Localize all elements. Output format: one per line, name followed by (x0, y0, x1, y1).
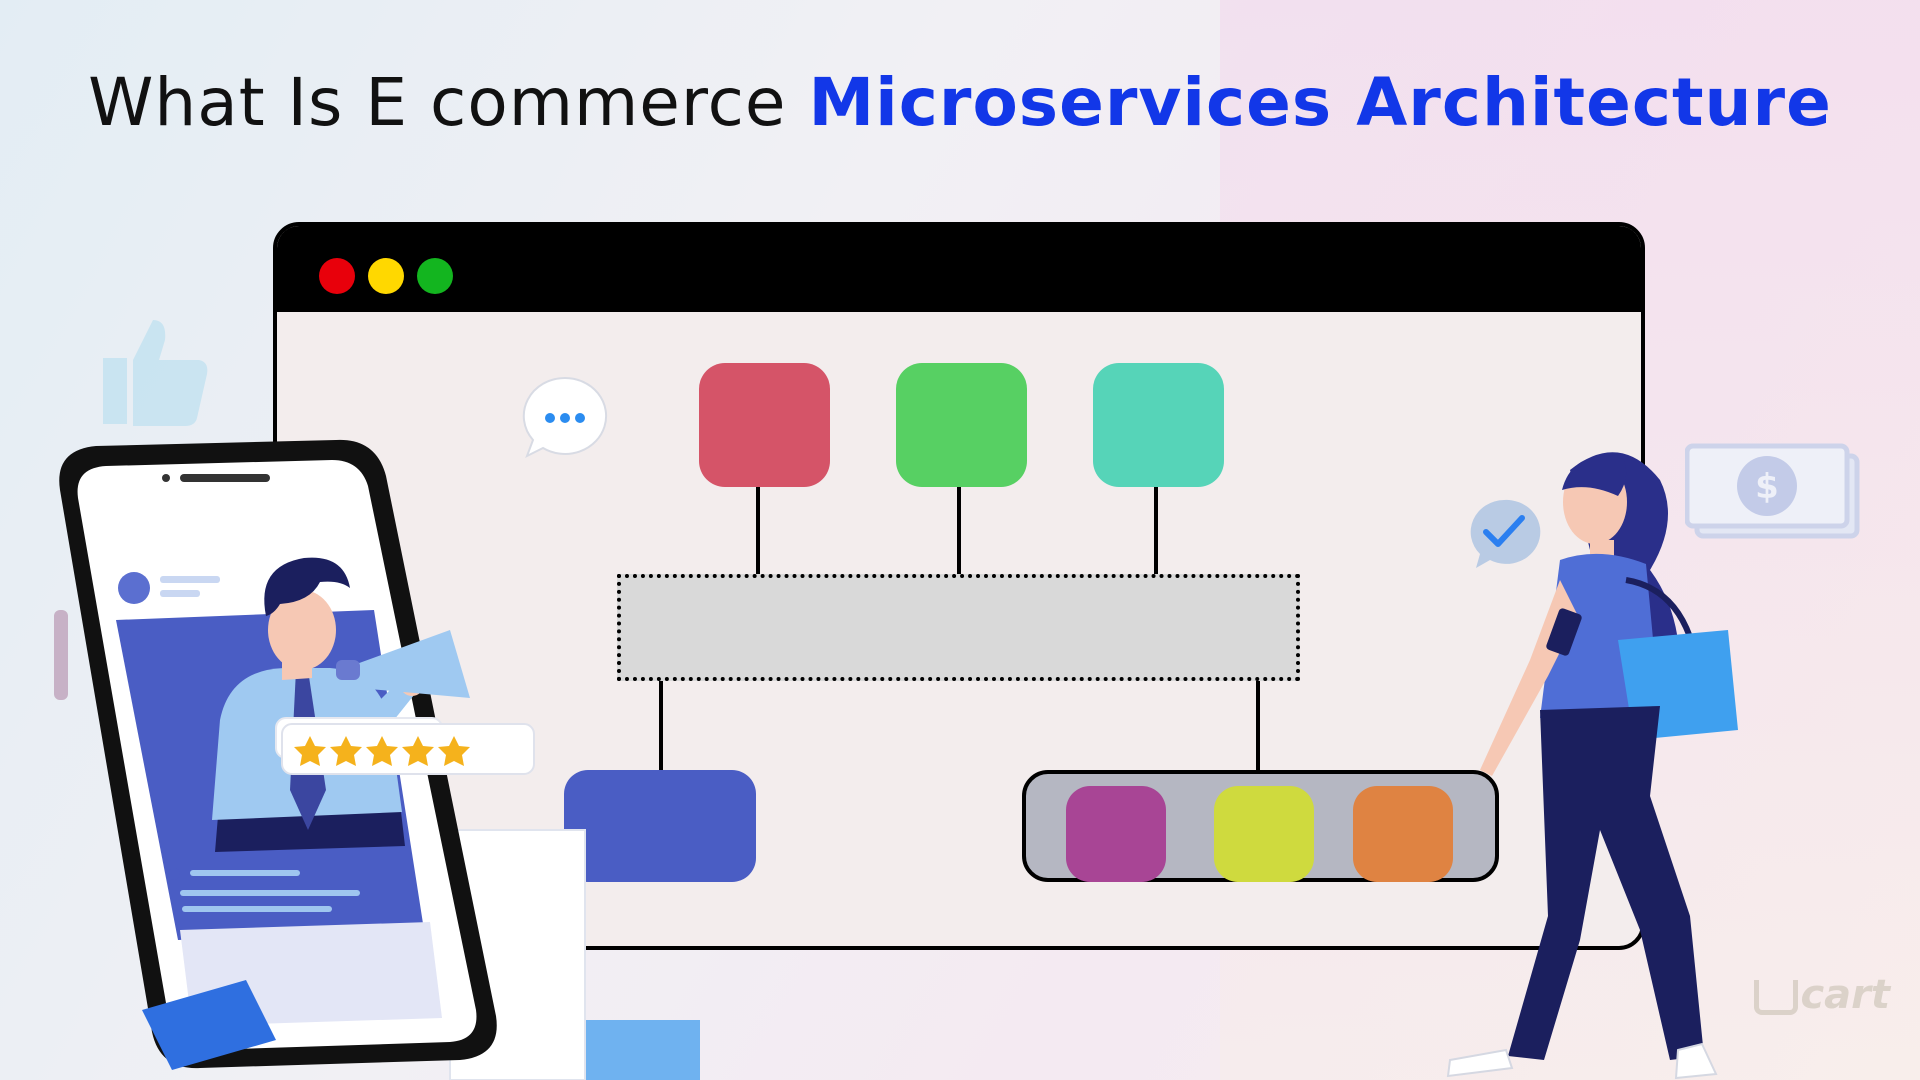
star-icon (330, 736, 362, 766)
checkmark-bubble-icon (1470, 499, 1541, 568)
brand-mark-icon (1754, 979, 1799, 1015)
api-gateway-box (617, 574, 1300, 681)
page-title: What Is E commerce Microservices Archite… (0, 64, 1920, 141)
service-box-purple (1066, 786, 1166, 882)
connector-line (659, 681, 663, 770)
service-box-lime (1214, 786, 1314, 882)
service-box-red (699, 363, 830, 487)
phone-marketer-illustration (54, 439, 700, 1080)
speech-bubble-icon (522, 376, 608, 459)
browser-title-bar (277, 226, 1641, 312)
star-icon (366, 736, 398, 766)
service-box-orange (1353, 786, 1453, 882)
connector-line (756, 487, 760, 574)
dollar-bill-icon: $ (1685, 443, 1860, 539)
star-icon (402, 736, 434, 766)
brand-watermark: cart (1754, 972, 1890, 1018)
star-icon (438, 736, 470, 766)
brand-watermark-text: cart (1800, 972, 1890, 1018)
title-prefix: What Is E commerce (88, 64, 809, 141)
thumbs-up-icon (103, 320, 208, 426)
database-box (564, 770, 756, 882)
title-highlight: Microservices Architecture (808, 64, 1832, 141)
service-box-green (896, 363, 1027, 487)
connector-line (1154, 487, 1158, 574)
window-close-dot (319, 258, 355, 294)
service-box-teal (1093, 363, 1224, 487)
svg-text:$: $ (1755, 467, 1779, 507)
service-group-box (1022, 770, 1499, 882)
star-icon (294, 736, 326, 766)
window-minimize-dot (368, 258, 404, 294)
shopper-illustration (1446, 452, 1738, 1080)
connector-line (1256, 681, 1260, 770)
rating-stars (281, 723, 535, 775)
connector-line (957, 487, 961, 574)
window-maximize-dot (417, 258, 453, 294)
